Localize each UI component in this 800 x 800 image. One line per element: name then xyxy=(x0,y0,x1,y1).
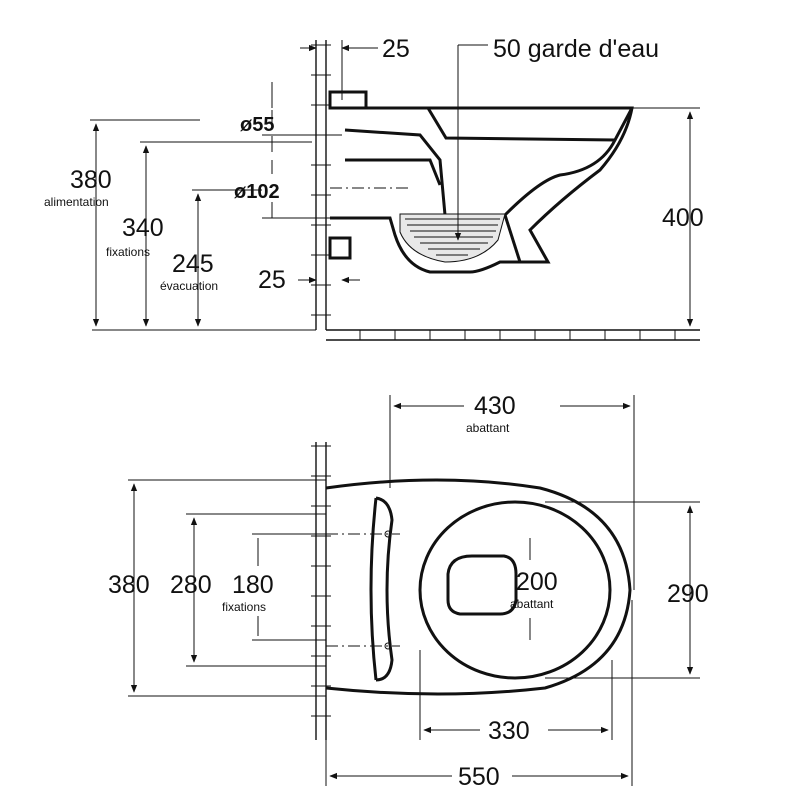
side-floor xyxy=(326,329,700,341)
side-wall xyxy=(311,40,343,330)
dim-water-seal: 50 garde d'eau xyxy=(493,35,659,63)
label-fixing-top: fixations xyxy=(222,600,266,614)
label-fixing-side: fixations xyxy=(106,245,150,259)
dim-seat-length: 430 xyxy=(474,392,516,420)
dim-supply-height: 380 xyxy=(70,166,112,194)
dim-fixing-spacing: 180 xyxy=(232,571,274,599)
dim-width-280: 280 xyxy=(170,571,212,599)
toilet-plan xyxy=(325,478,632,696)
label-seat-length: abattant xyxy=(466,421,510,435)
toilet-profile xyxy=(328,90,634,274)
dim-fixing-height: 340 xyxy=(122,214,164,242)
top-view: 430 abattant 380 280 180 fixations 200 a… xyxy=(108,392,709,791)
dim-outlet-diameter: ø102 xyxy=(234,181,280,203)
dim-overall-length: 550 xyxy=(458,763,500,791)
label-outlet: évacuation xyxy=(160,279,218,293)
top-wall xyxy=(311,442,331,740)
dim-bowl-length: 330 xyxy=(488,717,530,745)
dim-supply-diameter: ø55 xyxy=(240,114,274,136)
dim-outlet-offset: 25 xyxy=(258,266,286,294)
dim-outlet-height: 245 xyxy=(172,250,214,278)
dim-total-height: 400 xyxy=(662,204,704,232)
side-view: 25 50 garde d'eau ø55 ø102 400 380 alime… xyxy=(44,35,704,341)
dim-wall-offset: 25 xyxy=(382,35,410,63)
label-supply: alimentation xyxy=(44,195,109,209)
dim-overall-width: 380 xyxy=(108,571,150,599)
dim-seat-width: 290 xyxy=(667,580,709,608)
water-seal-hatch xyxy=(399,213,506,263)
dim-seat-opening: 200 xyxy=(516,568,558,596)
label-seat-opening: abattant xyxy=(510,597,554,611)
